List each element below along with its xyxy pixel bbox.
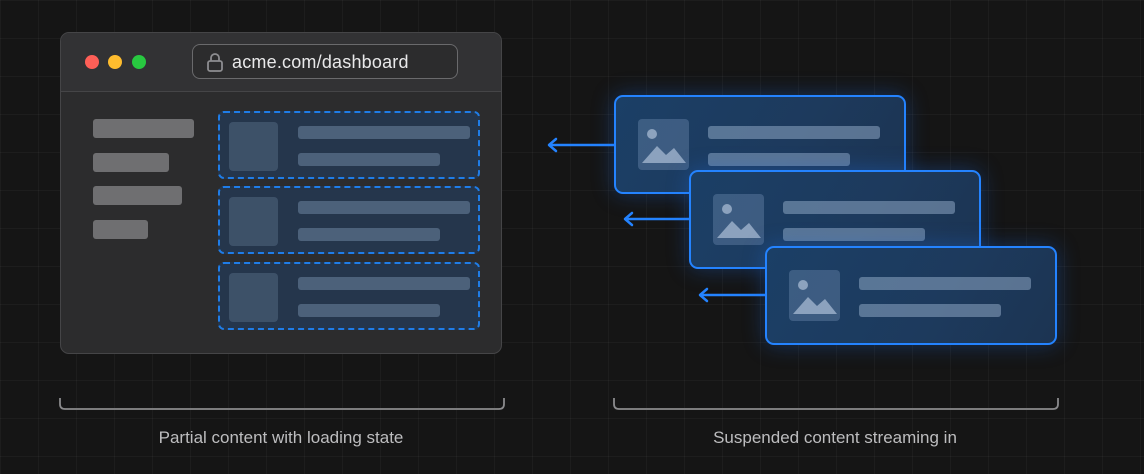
sidebar-placeholder — [93, 119, 194, 138]
skeleton-line — [298, 126, 470, 139]
skeleton-line — [298, 201, 470, 214]
sidebar-placeholder — [93, 220, 148, 239]
browser-window: acme.com/dashboard — [60, 32, 502, 354]
browser-toolbar: acme.com/dashboard — [61, 33, 501, 92]
arrow-left-icon — [547, 137, 618, 153]
skeleton-thumbnail — [229, 273, 278, 322]
close-window-dot[interactable] — [85, 55, 99, 69]
content-line — [859, 277, 1031, 290]
content-line — [783, 228, 925, 241]
image-placeholder-icon — [789, 270, 840, 321]
left-caption: Partial content with loading state — [158, 428, 404, 447]
maximize-window-dot[interactable] — [132, 55, 146, 69]
address-url: acme.com/dashboard — [232, 52, 409, 72]
image-placeholder-icon — [638, 119, 689, 170]
skeleton-line — [298, 228, 440, 241]
sidebar-placeholder — [93, 153, 169, 172]
arrow-left-icon — [698, 287, 769, 303]
skeleton-line — [298, 153, 440, 166]
content-line — [708, 126, 880, 139]
content-line — [859, 304, 1001, 317]
right-caption: Suspended content streaming in — [713, 428, 957, 447]
minimize-window-dot[interactable] — [108, 55, 122, 69]
left-group-bracket — [59, 398, 505, 410]
content-line — [708, 153, 850, 166]
streamed-content-card — [614, 95, 906, 194]
content-line — [783, 201, 955, 214]
loading-slot — [218, 262, 480, 330]
lock-icon — [207, 53, 223, 72]
skeleton-thumbnail — [229, 197, 278, 246]
sidebar-placeholder — [93, 186, 182, 205]
loading-slot — [218, 186, 480, 254]
streamed-content-card — [765, 246, 1057, 345]
skeleton-thumbnail — [229, 122, 278, 171]
address-bar[interactable]: acme.com/dashboard — [192, 44, 458, 79]
loading-slot — [218, 111, 480, 179]
skeleton-line — [298, 304, 440, 317]
image-placeholder-icon — [713, 194, 764, 245]
arrow-left-icon — [623, 211, 694, 227]
right-group-bracket — [613, 398, 1059, 410]
skeleton-line — [298, 277, 470, 290]
